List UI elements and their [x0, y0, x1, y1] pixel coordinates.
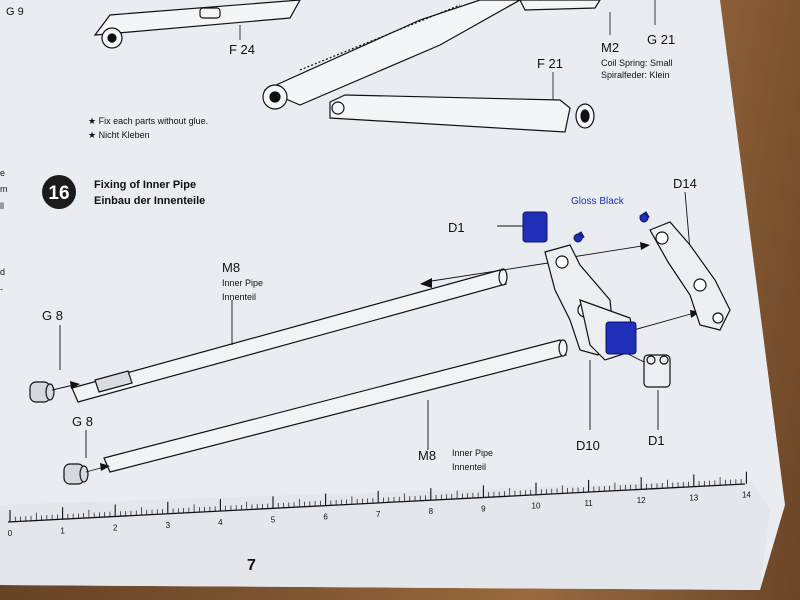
- coil-spring-en: Coil Spring: Small: [601, 58, 673, 68]
- coil-spring-de: Spiralfeder: Klein: [601, 70, 670, 80]
- left-fragment-2: m: [0, 184, 8, 194]
- ruler-number: 7: [376, 510, 381, 519]
- glue-note-de: ★ Nicht Kleben: [88, 130, 150, 140]
- left-fragment-3: ll: [0, 201, 4, 211]
- label-d10: D10: [576, 438, 600, 453]
- glue-note-en: ★ Fix each parts without glue.: [88, 116, 208, 126]
- ruler-number: 12: [637, 496, 646, 505]
- label-gloss-black: Gloss Black: [571, 196, 625, 207]
- ruler-number: 11: [584, 499, 593, 508]
- left-fragment-1: e: [0, 168, 5, 178]
- ruler-number: 14: [742, 491, 751, 500]
- label-d1-top: D1: [448, 220, 465, 235]
- ruler-number: 2: [113, 524, 118, 533]
- ruler-number: 13: [689, 493, 698, 502]
- leader-lines-top: [239, 0, 656, 100]
- ruler-number: 0: [8, 529, 13, 538]
- step-title-en: Fixing of Inner Pipe: [94, 179, 196, 191]
- ruler-number: 1: [60, 526, 65, 535]
- label-d14: D14: [673, 176, 697, 191]
- d10-block-blue: [605, 321, 637, 355]
- label-inner-pipe-de-bottom: Innenteil: [452, 462, 486, 472]
- label-f24: F 24: [229, 42, 255, 57]
- label-f21: F 21: [537, 56, 563, 71]
- ruler-number: 8: [429, 507, 434, 516]
- ruler-number: 9: [481, 504, 486, 513]
- step-title-de: Einbau der Innenteile: [94, 195, 205, 207]
- label-m8-top: M8: [222, 260, 240, 275]
- ruler-number: 6: [323, 513, 328, 522]
- label-inner-pipe-en-bottom: Inner Pipe: [452, 448, 493, 458]
- label-inner-pipe-de-top: Innenteil: [222, 292, 256, 302]
- part-d1-top-blue: [522, 211, 548, 243]
- ruler-number: 4: [218, 518, 223, 527]
- left-fragment-4: d: [0, 267, 5, 277]
- inner-pipe-bottom: [103, 339, 568, 473]
- part-d1-bottom: [643, 354, 671, 388]
- ruler-number: 10: [532, 502, 541, 511]
- ruler-strip: [0, 480, 770, 590]
- label-g21: G 21: [647, 32, 675, 47]
- ruler-number: 3: [166, 521, 171, 530]
- label-inner-pipe-en-top: Inner Pipe: [222, 278, 263, 288]
- ruler-number: 5: [271, 515, 276, 524]
- gloss-black-painted-parts: [522, 211, 650, 355]
- left-fragment-5: -: [0, 284, 3, 294]
- ruler-ticks: [9, 471, 747, 522]
- previous-step-drawing: [93, 0, 601, 133]
- label-m8-bottom: M8: [418, 448, 436, 463]
- inner-pipe-top: [71, 268, 508, 403]
- label-g8-bottom: G 8: [72, 414, 93, 429]
- step-number-badge: [42, 175, 76, 209]
- part-d14-bracket: [649, 221, 731, 331]
- g8-cap-top: [29, 381, 55, 403]
- label-d1-bottom: D1: [648, 433, 665, 448]
- g8-cap-bottom: [63, 463, 89, 485]
- label-g9: G 9: [6, 6, 24, 18]
- label-g8-top: G 8: [42, 308, 63, 323]
- step-number: 16: [48, 183, 69, 204]
- page-number: 7: [247, 557, 256, 574]
- label-m2: M2: [601, 40, 619, 55]
